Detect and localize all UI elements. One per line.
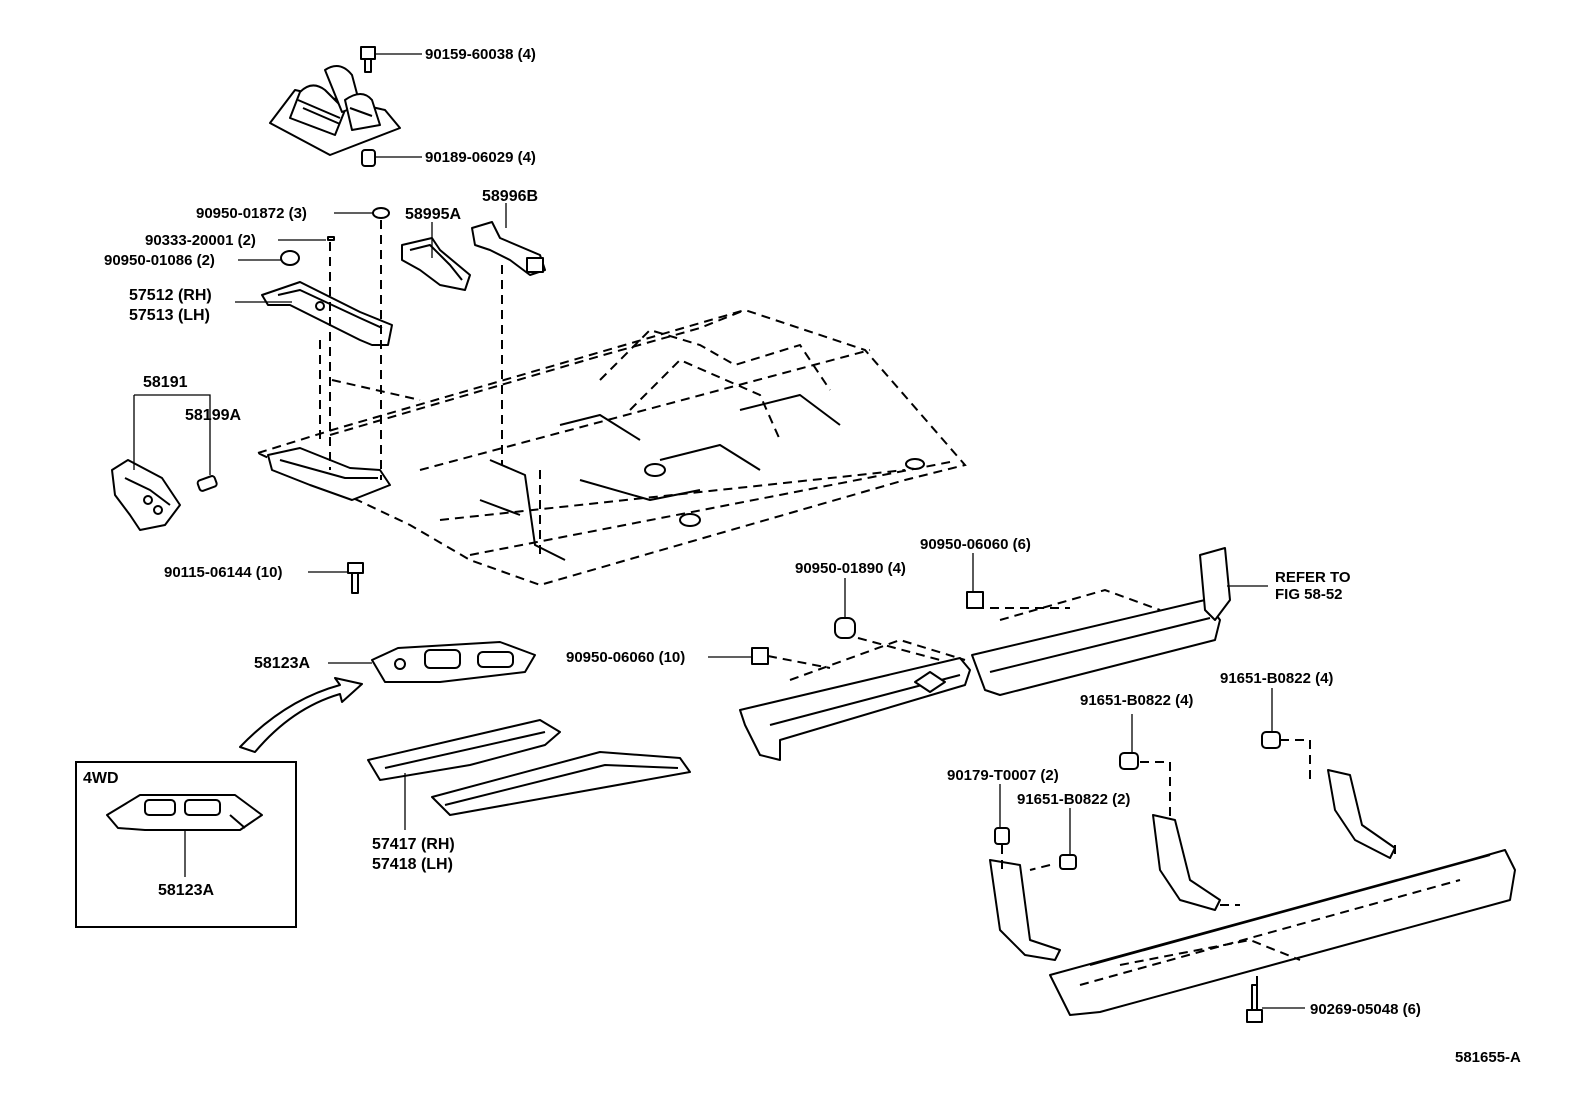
label-57418: 57418 (LH) — [372, 856, 453, 873]
label-90950-06060-10: 90950-06060 (10) — [566, 649, 685, 666]
curved-arrow — [239, 677, 363, 753]
plug-90950-01872 — [372, 207, 390, 219]
label-90950-01890: 90950-01890 (4) — [795, 560, 906, 577]
label-90950-01872: 90950-01872 (3) — [196, 205, 307, 222]
bracket-rear — [1327, 769, 1396, 859]
label-58191: 58191 — [143, 374, 188, 391]
inset-frame-4wd — [75, 761, 297, 928]
label-91651-B0822-right: 91651-B0822 (4) — [1220, 670, 1333, 687]
rocker-inner-front — [739, 638, 971, 761]
bolt-91651-mid — [1119, 752, 1139, 770]
bolt-90159 — [360, 46, 376, 73]
nut-90189 — [361, 149, 376, 167]
label-57513: 57513 (LH) — [129, 307, 210, 324]
clip-90333 — [327, 236, 335, 241]
assembly-lines — [319, 220, 1396, 985]
label-58199A: 58199A — [185, 407, 241, 424]
clip-90950-01890 — [834, 617, 856, 639]
label-90269-05048: 90269-05048 (6) — [1310, 1001, 1421, 1018]
leader-lines — [133, 53, 1305, 1009]
label-58123A-4wd: 58123A — [158, 882, 214, 899]
seat-bracket-57512 — [261, 281, 393, 346]
plug-90950-01086 — [280, 250, 300, 266]
label-58995A: 58995A — [405, 206, 461, 223]
label-91651-B0822-mid: 91651-B0822 (4) — [1080, 692, 1193, 709]
label-90333-20001: 90333-20001 (2) — [145, 232, 256, 249]
bolt-58199A — [196, 475, 218, 492]
label-57417: 57417 (RH) — [372, 836, 455, 853]
rivet-90269 — [1246, 984, 1263, 1023]
floor-side-member-57417 — [367, 719, 561, 781]
clip-90950-06060-10 — [751, 647, 769, 665]
bracket-58995A — [401, 237, 471, 291]
rocker-inner-rear — [971, 547, 1231, 696]
rocker-outer — [1049, 849, 1516, 1016]
label-90950-01086: 90950-01086 (2) — [104, 252, 215, 269]
label-91651-B0822-small: 91651-B0822 (2) — [1017, 791, 1130, 808]
label-refer-to: REFER TO — [1275, 569, 1351, 586]
label-90950-06060-6: 90950-06060 (6) — [920, 536, 1031, 553]
bolt-91651-small — [1059, 854, 1077, 870]
plate-58123A-4wd — [106, 794, 263, 831]
label-90159-60038: 90159-60038 (4) — [425, 46, 536, 63]
plate-58123A — [371, 641, 536, 683]
label-58996B: 58996B — [482, 188, 538, 205]
inset-title-4wd: 4WD — [83, 770, 119, 787]
figure-id: 581655-A — [1455, 1049, 1521, 1066]
label-90179-T0007: 90179-T0007 (2) — [947, 767, 1059, 784]
floor-side-member-57418 — [431, 751, 691, 816]
label-57512: 57512 (RH) — [129, 287, 212, 304]
label-90115-06144: 90115-06144 (10) — [164, 564, 282, 581]
clip-90950-06060-6 — [966, 591, 984, 609]
label-90189-06029: 90189-06029 (4) — [425, 149, 536, 166]
bolt-90115 — [347, 562, 364, 594]
bolt-91651-right — [1261, 731, 1281, 749]
bracket-front — [989, 859, 1061, 961]
floor-front-crossmember — [267, 447, 391, 501]
nut-90179 — [994, 827, 1010, 845]
bracket-58996B — [471, 221, 546, 276]
bracket-mid — [1152, 814, 1221, 911]
shift-lever-boot — [269, 65, 401, 156]
floor-pan-assembly — [255, 308, 967, 587]
bracket-58191 — [111, 459, 181, 531]
label-58123A: 58123A — [254, 655, 310, 672]
label-fig-58-52: FIG 58-52 — [1275, 586, 1343, 603]
